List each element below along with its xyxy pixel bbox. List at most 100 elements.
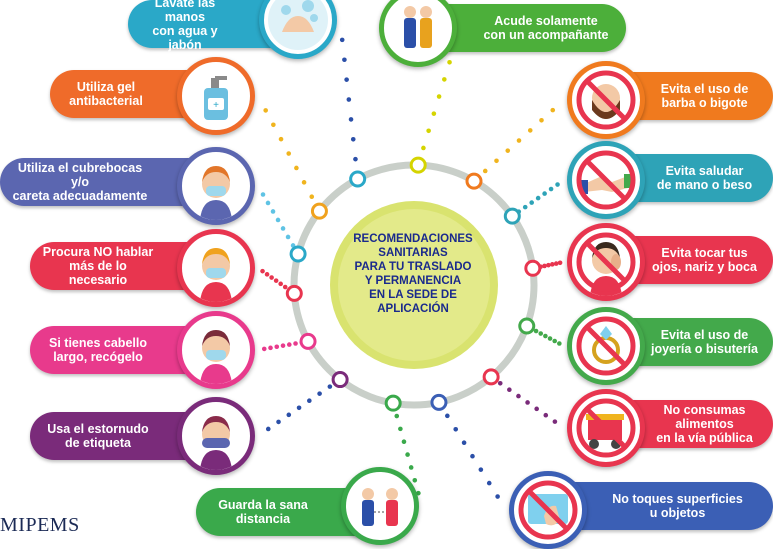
connector-dot [557, 260, 563, 266]
connector-dot [344, 77, 349, 82]
connector-dot [542, 191, 547, 196]
connector-dot [265, 426, 271, 432]
connector-dot [286, 342, 292, 347]
connector-dot [260, 268, 265, 274]
connector-dot [550, 262, 555, 267]
connector-dot [274, 344, 280, 350]
recommendation-text: No toques superficies u objetos [612, 492, 743, 520]
connector-dot [276, 419, 281, 425]
recommendation-text: Lávate las manos con agua y jabón [152, 0, 218, 52]
connector-dot [353, 156, 358, 162]
ring-node [482, 368, 500, 386]
connector-dot [535, 195, 541, 201]
connector-dot [412, 477, 418, 483]
connector-dot [264, 272, 270, 277]
connector-dot [280, 226, 286, 231]
connector-dot [522, 204, 528, 210]
connector-dot [525, 400, 530, 405]
connector-dot [348, 117, 354, 122]
connector-dot [494, 158, 499, 164]
connector-dot [553, 261, 559, 266]
connector-dot [293, 341, 298, 346]
recommendation-pill: Si tienes cabello largo, recógelo [30, 326, 202, 374]
connector-dot [516, 393, 521, 399]
ring-node [524, 259, 542, 277]
connector-dot [317, 391, 322, 396]
connector-dot [327, 384, 333, 389]
connector-dot [282, 284, 288, 290]
ring-node [503, 207, 521, 225]
recommendation-text: Acude solamente con un acompañante [483, 14, 609, 42]
connector-dot [401, 439, 407, 445]
ring-node [518, 317, 536, 335]
ring-node [285, 284, 303, 302]
connector-dot [550, 107, 556, 113]
connector-dot [307, 398, 312, 404]
connector-dot [394, 413, 400, 419]
connector-dot [260, 192, 266, 197]
recommendation-text: No consumas alimentos en la vía pública [656, 403, 753, 445]
connector-dot [398, 426, 403, 432]
connector-dot [273, 278, 279, 283]
no-handshake-icon [567, 141, 645, 219]
recommendation-text: Evita el uso de joyería o bisutería [651, 328, 758, 356]
connector-dot [271, 122, 276, 128]
connector-dot [265, 200, 271, 206]
connector-dot [285, 234, 291, 240]
connector-dot [296, 405, 302, 411]
sneeze-icon [177, 397, 255, 475]
connector-dot [534, 406, 539, 412]
connector-dot [470, 453, 475, 459]
connector-dot [301, 180, 307, 185]
connector-dot [270, 209, 276, 214]
recommendation-text: Evita el uso de barba o bigote [660, 82, 749, 110]
recommendation-pill: Utiliza gel antibacterial [50, 70, 198, 118]
connector-dot [442, 77, 447, 82]
connector-dot [278, 281, 283, 287]
connector-dot [436, 94, 442, 99]
recommendation-pill: Acude solamente con un acompañante [424, 4, 626, 52]
connector-dot [486, 480, 492, 486]
connector-dot [482, 168, 488, 174]
connector-dot [478, 467, 484, 472]
ring-nodes [285, 156, 542, 412]
connector-dot [408, 465, 414, 470]
connector-dot [453, 426, 459, 432]
connector-dot [263, 108, 268, 113]
no-face-touch-icon [567, 223, 645, 301]
connector-dot [505, 148, 511, 153]
connector-dot [539, 117, 544, 123]
connector-dot [268, 345, 273, 351]
connector-dot [552, 338, 557, 344]
connector-dot [555, 182, 560, 187]
recommendation-pill: Guarda la sana distancia [196, 488, 366, 536]
connector-dot [294, 165, 299, 171]
connector-dot [538, 331, 544, 336]
no-beard-icon [567, 61, 645, 139]
ring-node [384, 394, 402, 412]
recommendation-text: Si tienes cabello largo, recógelo [49, 336, 147, 364]
connector-dot [543, 412, 549, 418]
recommendation-text: Utiliza el cubrebocas y/o careta adecuad… [12, 161, 148, 203]
recommendation-pill: Usa el estornudo de etiqueta [30, 412, 202, 460]
ring-node [299, 332, 317, 350]
recommendation-text: Guarda la sana distancia [218, 498, 308, 526]
connector-dot [447, 59, 452, 65]
ring-node [331, 371, 349, 389]
connector-dot [495, 494, 500, 499]
connector-dot [552, 419, 558, 424]
brand-logo-text: MIPEMS [0, 514, 80, 536]
no-jewelry-icon [567, 307, 645, 385]
connector-dot [346, 97, 352, 102]
ring-node [430, 393, 448, 411]
distance-icon [341, 467, 419, 545]
connector-dot [546, 262, 551, 268]
connector-dot [497, 381, 503, 386]
connector-dot [278, 136, 284, 142]
center-title: RECOMENDACIONES SANITARIAS PARA TU TRASL… [353, 233, 473, 315]
connector-dot [275, 217, 281, 223]
svg-text:+: + [213, 100, 219, 111]
connector-dot [261, 346, 267, 352]
ring-node [409, 156, 427, 174]
